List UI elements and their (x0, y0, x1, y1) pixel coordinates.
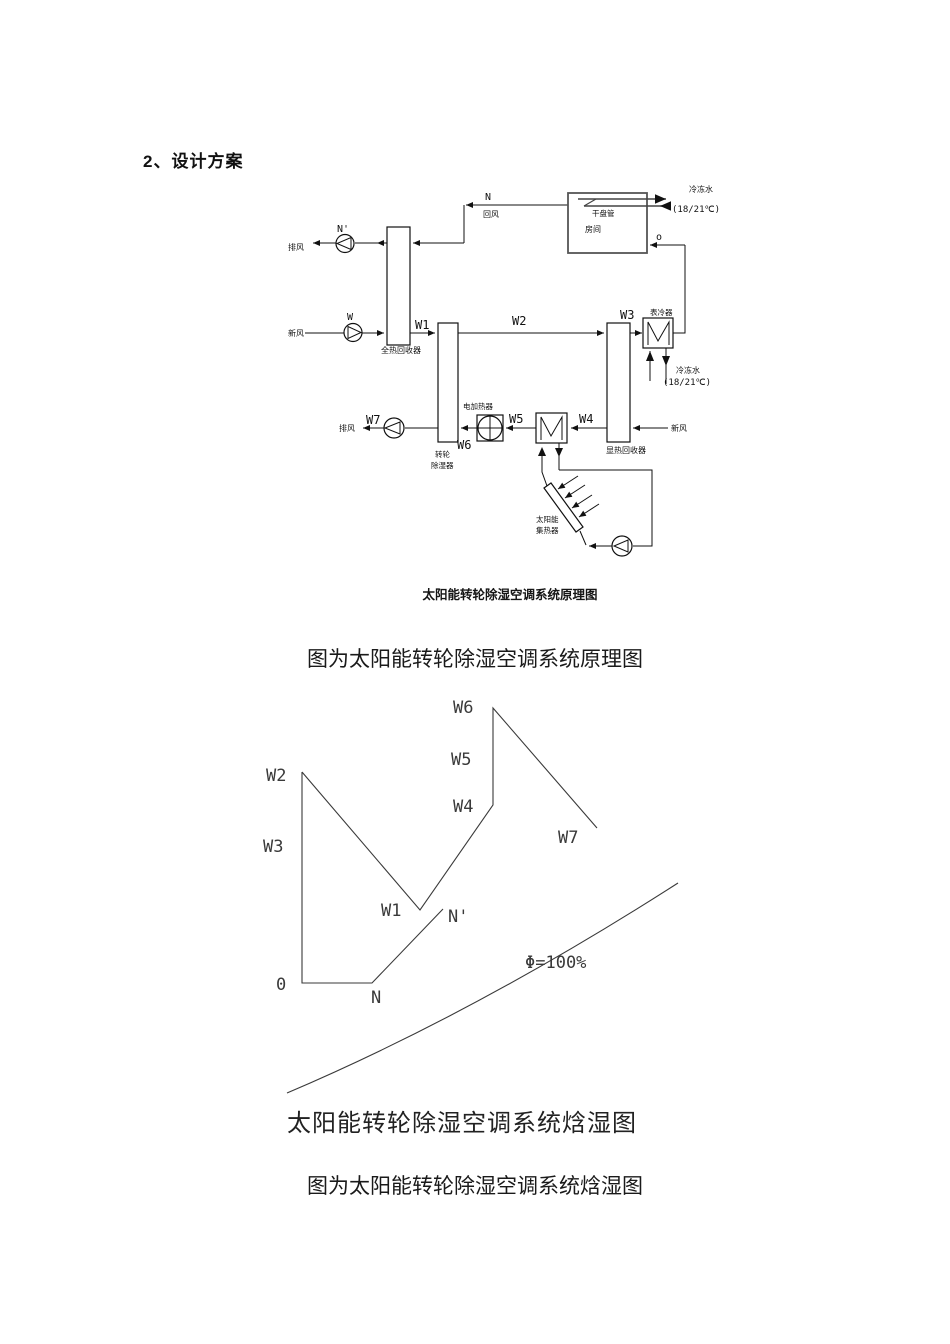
process-polyline (301, 706, 598, 911)
chart-w6-label: W6 (453, 698, 473, 718)
system-schematic: 排风 N' N 回风 新风 W 全热回收器 W1 W2 W3 表冷器 o 干盘管… (288, 184, 720, 557)
w6-label: W6 (457, 438, 471, 452)
room-box (567, 192, 672, 254)
figure2-caption: 图为太阳能转轮除湿空调系统焓湿图 (307, 1174, 643, 1198)
w2-label: W2 (512, 314, 526, 328)
desiccant-wheel-label-2: 除湿器 (431, 460, 454, 470)
dry-coil-label: 干盘管 (592, 208, 615, 218)
surface-cooler (642, 317, 674, 384)
desiccant-wheel (437, 322, 459, 443)
chart-w4-label: W4 (453, 797, 473, 817)
sun-ray-arrows (557, 475, 600, 518)
chart-phi-label: Φ=100% (525, 953, 586, 973)
solar-pump (611, 535, 633, 557)
supply-fan (343, 322, 363, 343)
chart-w5-label: W5 (451, 750, 471, 770)
process-polyline (301, 772, 444, 984)
psychrometric-chart: W2 W3 W6 W5 W4 W7 W1 N' 0 N Φ=100% (263, 698, 679, 1094)
solar-heat-exchanger (535, 412, 568, 444)
exhaust-top-label: 排风 (288, 242, 304, 252)
w4-label: W4 (579, 412, 593, 426)
w7-label: W7 (366, 413, 380, 427)
return-exhaust-path (313, 202, 568, 246)
saturation-curve (286, 882, 679, 1094)
fresh-air-supply-label: 新风 (288, 328, 304, 338)
w-fan-label: W (347, 312, 354, 323)
solar-collector-label-1: 太阳能 (536, 514, 559, 524)
chart-zero-label: 0 (276, 975, 286, 995)
o-point-label: o (656, 232, 662, 243)
exhaust-bottom-label: 排风 (339, 423, 355, 433)
exhaust-fan-bottom (383, 417, 405, 439)
solar-collector (543, 482, 584, 533)
return-air-label: 回风 (483, 210, 499, 219)
chilled-water-cooler-temp: (18/21℃) (663, 378, 711, 388)
chart-n-prime-label: N' (448, 907, 468, 927)
dry-coil-lines (578, 194, 672, 211)
w3-label: W3 (620, 308, 634, 322)
section-heading: 2、设计方案 (143, 152, 244, 171)
solar-collector-label-2: 集热器 (536, 525, 559, 535)
electric-heater-label: 电加热器 (463, 401, 493, 411)
n-prime-label: N' (337, 224, 349, 235)
chart-inner-title: 太阳能转轮除湿空调系统焓湿图 (287, 1110, 637, 1137)
chart-w3-label: W3 (263, 837, 283, 857)
solar-collector-loop (538, 443, 653, 557)
n-label: N (485, 192, 491, 203)
room-label: 房间 (585, 224, 601, 234)
chart-w1-label: W1 (381, 901, 401, 921)
total-heat-recovery-label: 全热回收器 (381, 345, 421, 355)
total-heat-recovery-wheel (386, 226, 411, 346)
w5-label: W5 (509, 412, 523, 426)
supply-air-path (305, 242, 686, 336)
chart-w2-label: W2 (266, 766, 286, 786)
w1-label: W1 (415, 318, 429, 332)
sensible-heat-recovery-wheel (606, 322, 631, 443)
chart-process-lines (286, 706, 679, 1094)
chart-n-label: N (371, 988, 381, 1008)
chilled-water-cooler-label: 冷冻水 (676, 365, 700, 375)
schematic-inner-title: 太阳能转轮除湿空调系统原理图 (422, 588, 598, 602)
fresh-air-regen-label: 新风 (671, 423, 687, 433)
chilled-water-top-label: 冷冻水 (689, 184, 713, 194)
figure1-caption: 图为太阳能转轮除湿空调系统原理图 (307, 647, 643, 671)
chilled-water-top-temp: (18/21℃) (672, 205, 720, 215)
sensible-heat-recovery-label: 显热回收器 (606, 445, 646, 455)
electric-heater (476, 414, 504, 442)
desiccant-wheel-label-1: 转轮 (435, 449, 450, 459)
exhaust-fan-top (335, 233, 355, 254)
surface-cooler-label: 表冷器 (650, 307, 673, 317)
chart-w7-label: W7 (558, 828, 578, 848)
